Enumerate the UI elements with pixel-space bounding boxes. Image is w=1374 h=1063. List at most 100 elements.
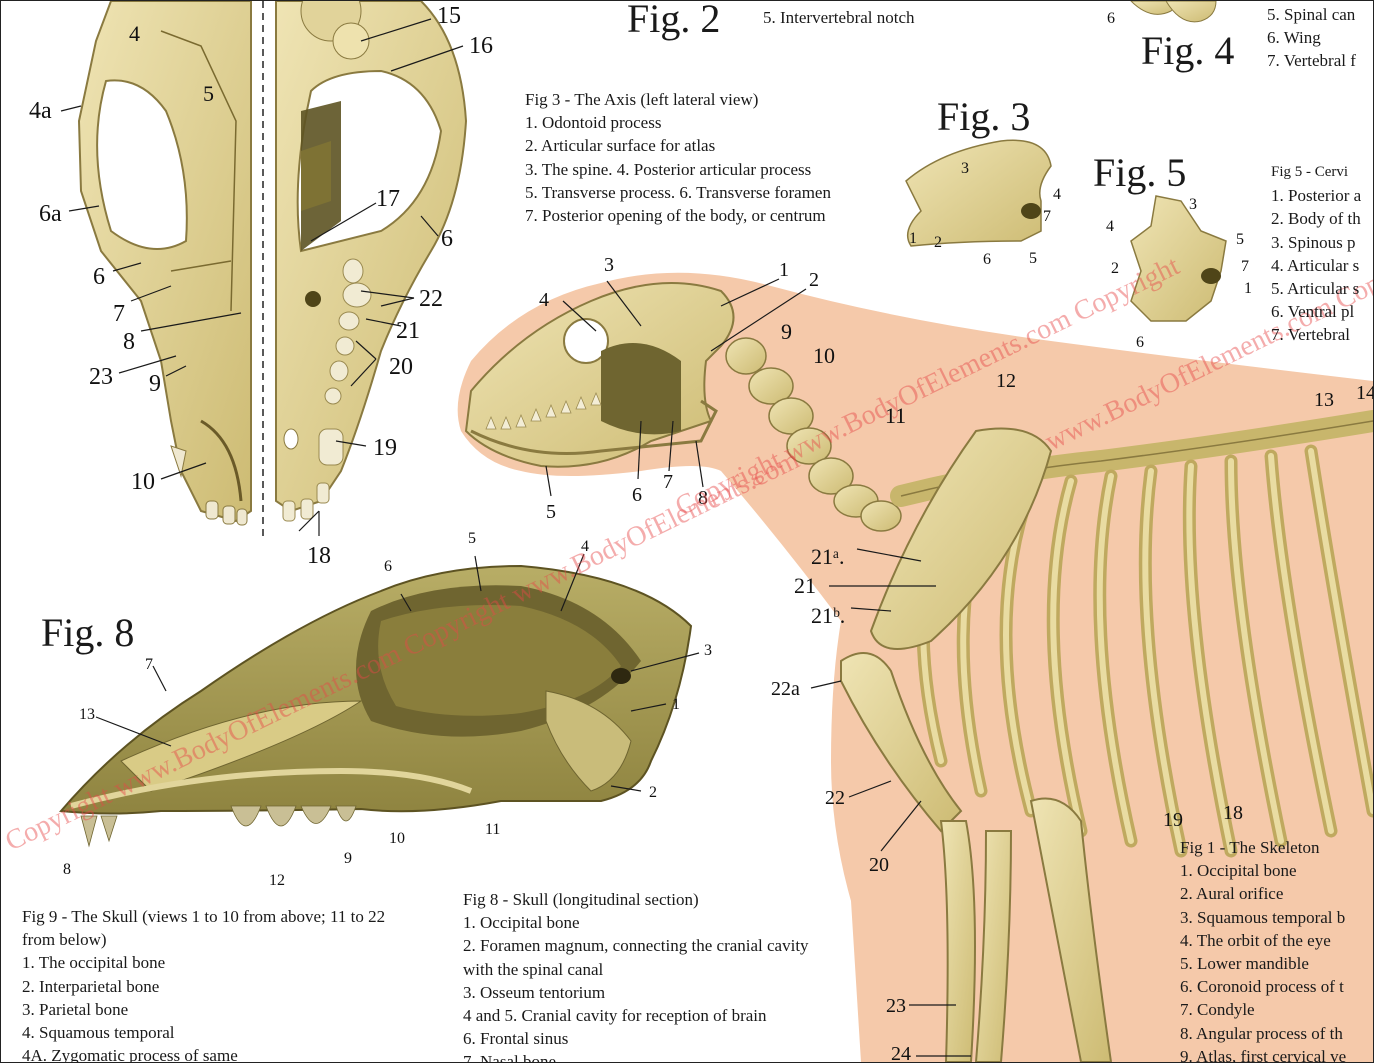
skeleton-figure: [457, 272, 1373, 1062]
callout-fig1-21a: 21ᵃ.: [811, 544, 845, 569]
fig5-legend-title: Fig 5 - Cervi: [1271, 164, 1349, 180]
callout-fig5-6: 6: [1136, 334, 1144, 351]
callout-ventral-21: 21: [396, 318, 420, 344]
fig3-legend-item: 3. The spine. 4. Posterior articular pro…: [525, 159, 812, 179]
callout-fig1-6: 6: [632, 484, 642, 506]
fig9-legend-title: Fig 9 - The Skull (views 1 to 10 from ab…: [22, 907, 386, 950]
callout-fig1-12: 12: [996, 370, 1016, 392]
fig8-legend-item: 6. Frontal sinus: [463, 1029, 569, 1049]
fig1-legend-item: 9. Atlas, first cervical ve: [1180, 1046, 1347, 1063]
callout-fig1-19: 19: [1163, 809, 1183, 831]
fig4-legend-tail: 5. Spinal can 6. Wing 7. Vertebral f: [1267, 3, 1356, 73]
fig3-legend-title: Fig 3 - The Axis (left lateral view): [525, 90, 759, 109]
callout-fig1-23: 23: [886, 995, 906, 1017]
fig8-title: Fig. 8: [41, 610, 135, 655]
cervical-vertebra: [1130, 195, 1227, 322]
fig8-legend: Fig 8 - Skull (longitudinal section) 1. …: [463, 888, 843, 1063]
callout-skull-7: 7: [113, 301, 125, 327]
callout-fig3-6: 6: [983, 251, 991, 268]
fig5-legend-item: 3. Spinous p: [1271, 232, 1356, 252]
axis-vertebra: [905, 139, 1052, 247]
fig3-legend-item: 2. Articular surface for atlas: [525, 136, 716, 156]
callout-fig1-5: 5: [546, 501, 556, 523]
callout-fig1-2: 2: [809, 269, 819, 291]
callout-fig8-6: 6: [384, 558, 392, 575]
fig1-legend-item: 6. Coronoid process of t: [1180, 977, 1344, 997]
fig2-title: Fig. 2: [627, 0, 721, 41]
callout-ventral-19: 19: [373, 435, 397, 461]
callout-skull-8: 8: [123, 329, 135, 355]
fig1-legend-item: 4. The orbit of the eye: [1180, 930, 1331, 950]
fig9-legend-item: 4A. Zygomatic process of same: [22, 1046, 238, 1063]
fig2-legend-item: 5. Intervertebral notch: [763, 8, 915, 27]
callout-fig8-10: 10: [389, 830, 405, 847]
fig3-title: Fig. 3: [937, 94, 1031, 139]
callout-fig8-5: 5: [468, 530, 476, 547]
callout-fig5-3: 3: [1189, 196, 1197, 213]
callout-skull-6a: 6a: [39, 201, 62, 227]
fig5-legend-item: 6. Ventral pl: [1271, 302, 1355, 322]
callout-fig1-9: 9: [781, 319, 792, 344]
callout-fig8-12: 12: [269, 872, 285, 889]
callout-fig1-8: 8: [698, 487, 708, 509]
callout-fig1-13: 13: [1314, 389, 1334, 411]
fig2-legend-tail: 5. Intervertebral notch: [763, 6, 915, 29]
callout-skull-6: 6: [93, 264, 105, 290]
callout-fig8-11: 11: [485, 821, 500, 838]
callout-ventral-17: 17: [376, 186, 400, 212]
fig9-legend-item: 4. Squamous temporal: [22, 1023, 175, 1043]
fig4-legend-item: 5. Spinal can: [1267, 5, 1356, 24]
callout-fig5-1: 1: [1244, 280, 1252, 297]
fig4-legend-item: 7. Vertebral f: [1267, 51, 1356, 71]
fig3-legend-item: 1. Odontoid process: [525, 113, 662, 133]
callout-fig3-7: 7: [1043, 208, 1051, 225]
callout-ventral-6: 6: [441, 226, 453, 252]
fig8-legend-item: 2. Foramen magnum, connecting the crania…: [463, 936, 809, 979]
callout-ventral-18: 18: [307, 543, 331, 569]
callout-ventral-16: 16: [469, 33, 493, 59]
callout-fig5-5: 5: [1236, 231, 1244, 248]
fig1-legend-title: Fig 1 - The Skeleton: [1180, 838, 1320, 857]
callout-fig1-11: 11: [885, 403, 906, 428]
fig1-legend-item: 2. Aural orifice: [1180, 884, 1284, 904]
fig5-legend-item: 2. Body of th: [1271, 209, 1361, 229]
fig8-legend-item: 7. Nasal bone: [463, 1052, 557, 1063]
callout-fig1-21: 21: [794, 573, 816, 598]
fig5-legend-item: 4. Articular s: [1271, 255, 1360, 275]
callout-ventral-15: 15: [437, 3, 461, 29]
fig8-legend-title: Fig 8 - Skull (longitudinal section): [463, 890, 699, 909]
callout-fig8-13: 13: [79, 706, 95, 723]
fig5-legend-item: 1. Posterior a: [1271, 186, 1362, 206]
callout-fig8-4: 4: [581, 538, 589, 555]
callout-fig8-2: 2: [649, 784, 657, 801]
fig1-legend-item: 1. Occipital bone: [1180, 861, 1297, 881]
callout-fig5-7: 7: [1241, 258, 1249, 275]
fig3-legend-item: 5. Transverse process. 6. Transverse for…: [525, 182, 831, 202]
callout-fig1-22a: 22a: [771, 678, 800, 700]
skull-section: [58, 564, 693, 848]
fig1-legend-item: 5. Lower mandible: [1180, 954, 1309, 974]
fig8-legend-item: 1. Occipital bone: [463, 913, 580, 933]
callout-skull-10: 10: [131, 469, 155, 495]
fig4-legend-item: 6. Wing: [1267, 28, 1321, 48]
fig1-legend: Fig 1 - The Skeleton 1. Occipital bone 2…: [1180, 836, 1347, 1063]
callout-fig8-9: 9: [344, 850, 352, 867]
callout-fig1-3: 3: [604, 254, 614, 276]
leader-lines: [60, 18, 971, 1057]
callout-fig8-1: 1: [672, 696, 680, 713]
fig5-title: Fig. 5: [1093, 150, 1187, 195]
callout-fig8-8: 8: [63, 861, 71, 878]
skull-dorsal-view: [77, 1, 252, 526]
callout-fig8-7: 7: [145, 656, 153, 673]
fig9-legend: Fig 9 - The Skull (views 1 to 10 from ab…: [22, 905, 422, 1063]
fig4-title: Fig. 4: [1141, 28, 1235, 73]
callout-fig1-24: 24: [891, 1043, 911, 1062]
callout-fig4-6: 6: [1107, 10, 1115, 27]
fig1-legend-item: 7. Condyle: [1180, 1000, 1255, 1020]
callout-fig3-4: 4: [1053, 186, 1061, 203]
skull-ventral-view: [275, 1, 468, 522]
callout-fig3-3: 3: [961, 160, 969, 177]
callout-ventral-22: 22: [419, 286, 443, 312]
